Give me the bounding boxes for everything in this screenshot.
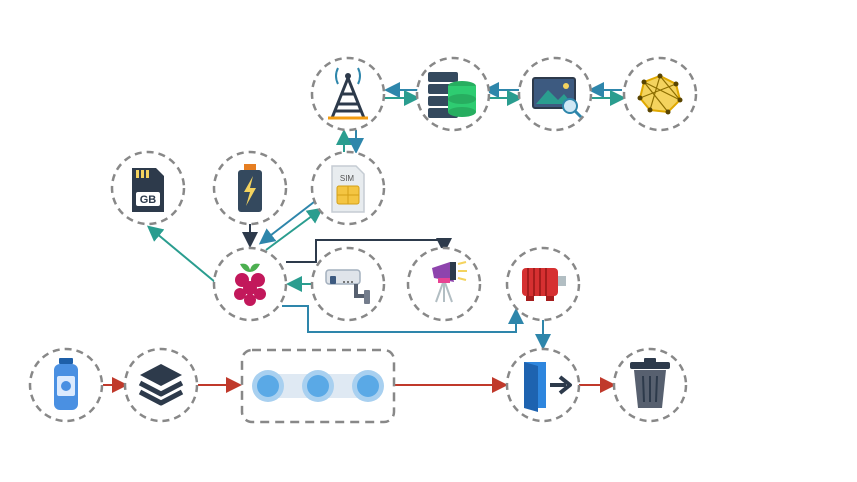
neural-network-node[interactable] — [622, 56, 698, 132]
sim-card-icon: SIM — [331, 165, 365, 213]
battery-node[interactable] — [212, 150, 288, 226]
connectors — [103, 82, 626, 393]
neural-network-icon — [637, 73, 683, 115]
layers-node[interactable] — [123, 347, 199, 423]
database-server-node[interactable] — [415, 56, 491, 132]
arrow-pi-to-motor — [282, 305, 524, 333]
motor-node[interactable] — [505, 246, 581, 322]
light-sensor-icon — [432, 261, 467, 303]
arrow-sim-to-pi — [258, 201, 315, 245]
layers-icon — [138, 364, 184, 406]
cell-tower-icon — [328, 67, 368, 120]
sd-card-label: GB — [140, 194, 157, 206]
bottle-node[interactable] — [28, 347, 104, 423]
exit-door-icon — [524, 362, 572, 412]
conveyor-belt-icon — [252, 370, 384, 402]
trash-bin-icon — [630, 358, 670, 408]
arrow-pi-to-light — [286, 238, 452, 263]
trash-bin-node[interactable] — [612, 347, 688, 423]
cell-tower-node[interactable] — [310, 56, 386, 132]
camera-node[interactable] — [310, 246, 386, 322]
image-search-icon — [532, 77, 583, 119]
arrow-pi-to-sim — [265, 207, 324, 251]
sd-card-icon: GB — [132, 168, 164, 212]
conveyor-node[interactable] — [240, 348, 396, 424]
raspberry-pi-node[interactable] — [212, 246, 288, 322]
sim-card-node[interactable]: SIM — [310, 150, 386, 226]
light-sensor-node[interactable] — [406, 246, 482, 322]
motor-icon — [522, 268, 566, 301]
sim-card-label: SIM — [340, 174, 355, 183]
arrow-pi-to-sd — [146, 225, 216, 283]
battery-icon — [238, 164, 262, 212]
exit-gate-node[interactable] — [505, 347, 581, 423]
sd-card-node[interactable]: GB — [110, 150, 186, 226]
bottle-icon — [54, 358, 78, 410]
raspberry-pi-icon — [234, 263, 266, 306]
camera-icon — [325, 269, 370, 304]
database-server-icon — [428, 72, 476, 118]
image-analysis-node[interactable] — [517, 56, 593, 132]
